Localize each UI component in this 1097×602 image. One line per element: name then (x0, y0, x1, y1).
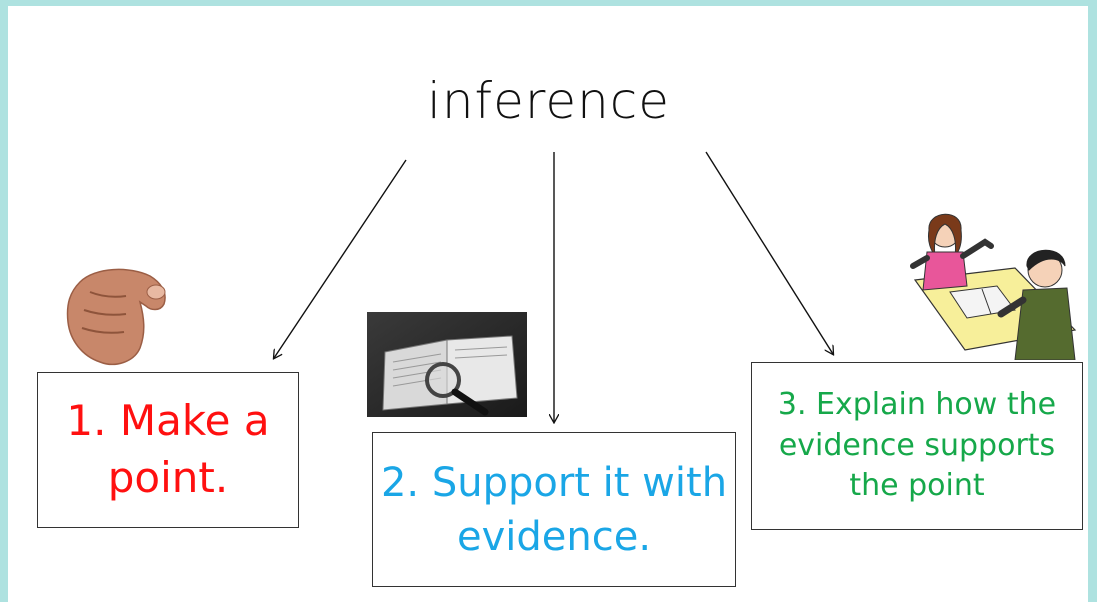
diagram-title: inference (426, 72, 671, 130)
step-3-label: 3. Explain how the evidence supports the… (777, 387, 1057, 504)
step-2-label: 2. Support it with evidence. (380, 459, 728, 560)
step-1-box: 1. Make a point. (37, 372, 299, 528)
step-2-box: 2. Support it with evidence. (372, 432, 736, 587)
step-1-label: 1. Make a point. (66, 396, 270, 502)
pointing-hand-icon (66, 268, 166, 366)
arrow-to-step3 (705, 151, 833, 354)
arrow-to-step1 (274, 159, 407, 358)
book-magnifying-glass-photo (367, 312, 527, 417)
two-people-discussing-illustration (910, 213, 1077, 360)
step-3-box: 3. Explain how the evidence supports the… (751, 362, 1083, 530)
